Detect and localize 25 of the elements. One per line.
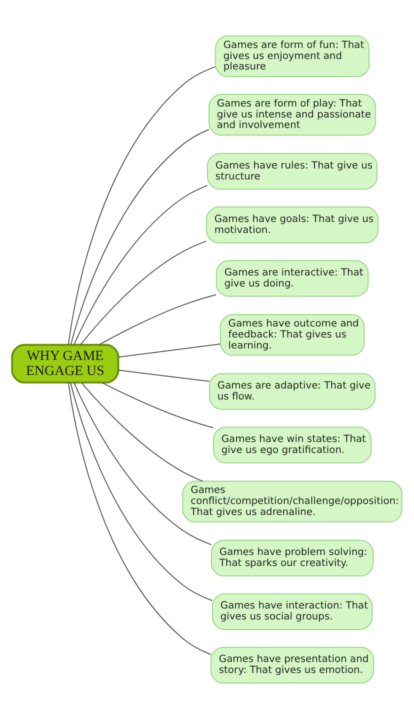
connector bbox=[118, 343, 221, 358]
connector bbox=[118, 369, 210, 382]
node-box: Games have interaction: That gives us social groups. bbox=[212, 592, 373, 630]
connector bbox=[98, 294, 217, 345]
connector bbox=[74, 184, 208, 345]
connector bbox=[70, 128, 210, 345]
connector bbox=[74, 382, 212, 545]
node-box: Games are interactive: That give us doing. bbox=[216, 260, 369, 296]
connector bbox=[70, 382, 213, 601]
node-box: Games have outcome and feedback: That gives us learning. bbox=[220, 314, 365, 356]
connector bbox=[68, 66, 216, 345]
node-box: Games have win states: That give us ego gratification. bbox=[212, 426, 372, 463]
connector bbox=[80, 240, 207, 345]
node-box: WHY GAME ENGAGE US bbox=[11, 343, 120, 384]
node-box: Games are adaptive: That give us flow. bbox=[208, 372, 376, 410]
node-box: Games have rules: That give us structure bbox=[207, 152, 378, 190]
connector bbox=[80, 382, 204, 482]
node-box: Games have goals: That give us motivation. bbox=[206, 206, 379, 243]
node-box: Games have presentation and story: That gives us emotion. bbox=[210, 646, 374, 684]
node-box: Games conflict/competition/challenge/opposition: That gives us adrenaline. bbox=[182, 480, 402, 522]
connector bbox=[68, 382, 212, 654]
node-box: Games have problem solving: That sparks our creativity. bbox=[210, 539, 374, 576]
node-box: Games are form of fun: That gives us enjoyment and pleasure bbox=[214, 34, 370, 77]
node-box: Games are form of play: That give us intense and passionate and involvement bbox=[208, 93, 376, 136]
connector bbox=[101, 382, 214, 428]
